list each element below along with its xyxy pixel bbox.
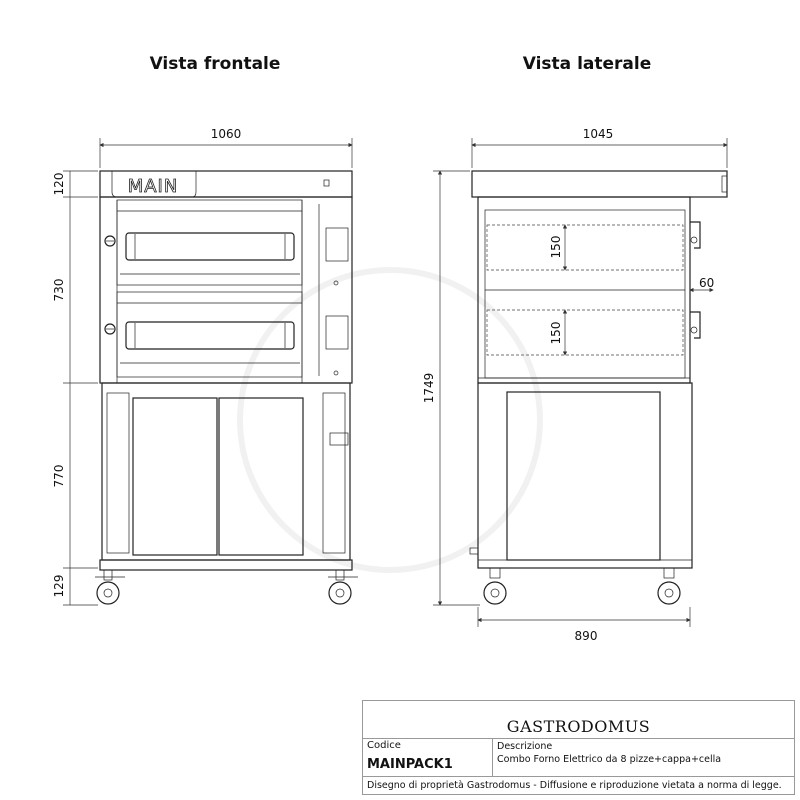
dim-depth-base: 890: [575, 629, 598, 643]
front-dimensions: 1060 120 730 770 129: [52, 127, 353, 606]
chamber-1: [486, 224, 684, 271]
company-logo-text: Gastrodomus: [506, 717, 651, 736]
dim-chamber-1: 150: [549, 236, 563, 259]
hood-switch-icon: [323, 179, 330, 187]
code-label: Codice: [367, 740, 401, 751]
dim-total-height: 1749: [422, 373, 436, 404]
door-handle-1: [690, 221, 701, 249]
dim-hood: 120: [52, 173, 66, 196]
copyright-footer: Disegno di proprietà Gastrodomus - Diffu…: [367, 780, 782, 791]
dim-stand: 770: [52, 465, 66, 488]
hood-side: [471, 170, 728, 198]
description-cell: Descrizione Combo Forno Elettrico da 8 p…: [493, 739, 725, 776]
chamber-2: [486, 309, 684, 356]
description-label: Descrizione: [497, 741, 553, 752]
front-view: MAIN: [52, 127, 358, 606]
dim-width: 1060: [211, 127, 242, 141]
side-dimensions: 1045 1749 890: [422, 127, 728, 643]
cabinet-side: [477, 382, 693, 569]
proofer-cabinet: [101, 382, 351, 561]
oven-deck-1: [104, 199, 349, 286]
title-block: Gastrodomus Codice MAINPACK1 Descrizione…: [362, 700, 795, 795]
side-view-title: Vista laterale: [523, 54, 652, 74]
dim-oven: 730: [52, 279, 66, 302]
description-value: Combo Forno Elettrico da 8 pizze+cappa+c…: [497, 754, 722, 765]
dim-depth-top: 1045: [583, 127, 614, 141]
side-wheels: [483, 567, 681, 605]
dim-chamber-2: 150: [549, 322, 563, 345]
code-cell: Codice MAINPACK1: [363, 739, 493, 776]
watermark: [237, 267, 543, 573]
front-wheels: [95, 569, 358, 605]
company-logo: Gastrodomus: [363, 701, 794, 739]
cabinet-panel: [329, 432, 349, 446]
code-value: MAINPACK1: [367, 757, 453, 772]
oven-deck-2: [104, 291, 349, 378]
dim-handle: 60: [699, 276, 714, 290]
dim-wheels: 129: [52, 575, 66, 598]
cabinet-door-left: [132, 397, 218, 556]
cabinet-door-right: [218, 397, 304, 556]
door-handle-2: [690, 311, 701, 339]
front-view-title: Vista frontale: [150, 54, 281, 74]
brand-logo: MAIN: [128, 176, 179, 197]
side-view: 150 150 60 1045 1749 890: [422, 127, 728, 643]
